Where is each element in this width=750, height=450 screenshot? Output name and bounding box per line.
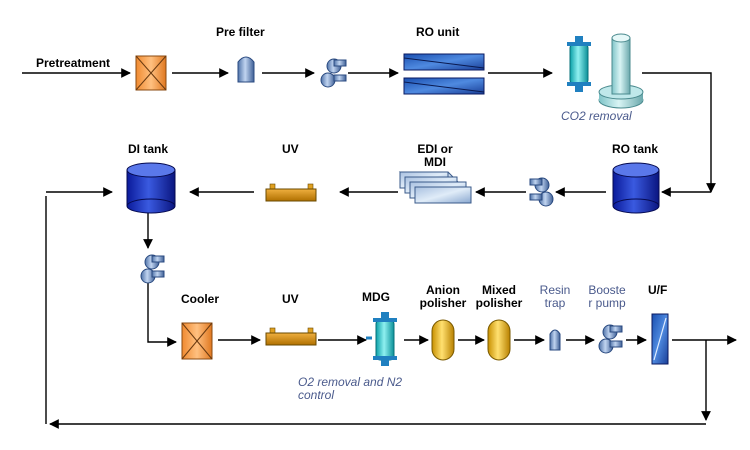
cooler-icon xyxy=(181,322,213,360)
co2-removal-icon xyxy=(567,33,644,109)
booster-pump-label: Booste r pump xyxy=(582,284,632,310)
mdg-icon xyxy=(366,312,397,366)
uf-label: U/F xyxy=(648,283,668,297)
resin-trap-label: Resin trap xyxy=(536,284,574,310)
mixed-polisher-label-line1: Mixed xyxy=(481,283,516,297)
pre-filter-icon xyxy=(237,56,255,83)
anion-polisher-icon xyxy=(431,319,455,361)
booster-pump-icon xyxy=(598,324,623,354)
uv-label-bottom: UV xyxy=(282,292,299,306)
mixed-polisher-label-line2: polisher xyxy=(475,296,523,310)
anion-polisher-label-line2: polisher xyxy=(419,296,467,310)
ro-tank-label: RO tank xyxy=(612,142,659,156)
pretreatment-label: Pretreatment xyxy=(36,56,111,70)
booster-pump-label-line1: Booste xyxy=(588,283,626,297)
pump-icon xyxy=(140,254,165,284)
ro-tank-icon xyxy=(612,162,660,214)
pre-filter-label: Pre filter xyxy=(216,25,265,39)
ro-unit-label: RO unit xyxy=(416,25,460,39)
pump-icon xyxy=(529,177,554,207)
resin-trap-label-line1: Resin xyxy=(539,283,571,297)
resin-trap-icon xyxy=(549,329,561,351)
o2-removal-label-line1: O2 removal and N2 xyxy=(298,375,403,389)
flow-arrow-pump3-to-cooler2 xyxy=(147,282,177,347)
flow-arrow-co2-to-down xyxy=(642,72,716,193)
o2-removal-label: O2 removal and N2 control xyxy=(298,376,402,402)
edi-mdi-label-line1: EDI or xyxy=(417,142,453,156)
booster-pump-label-line2: r pump xyxy=(588,296,626,310)
edi-mdi-label: EDI or MDI xyxy=(412,143,458,169)
ro-unit-icon xyxy=(403,53,485,95)
uf-icon xyxy=(651,313,669,365)
mdg-label: MDG xyxy=(362,290,390,304)
anion-polisher-label: Anion polisher xyxy=(416,284,470,310)
co2-removal-label: CO2 removal xyxy=(561,109,632,123)
uv-label-top: UV xyxy=(282,142,299,156)
cooler-label: Cooler xyxy=(181,292,220,306)
di-tank-label: DI tank xyxy=(128,142,169,156)
mixed-polisher-label: Mixed polisher xyxy=(472,284,526,310)
o2-removal-label-line2: control xyxy=(298,388,335,402)
pump-icon xyxy=(320,58,347,88)
cooler-icon xyxy=(135,55,167,91)
uv-lamp-icon xyxy=(265,327,317,346)
uv-lamp-icon xyxy=(265,183,317,202)
flow-lines xyxy=(22,68,737,429)
anion-polisher-label-line1: Anion xyxy=(426,283,460,297)
di-tank-icon xyxy=(126,162,176,214)
resin-trap-label-line2: trap xyxy=(544,296,566,310)
edi-mdi-label-line2: MDI xyxy=(424,155,446,169)
edi-or-mdi-icon xyxy=(398,171,472,204)
mixed-polisher-icon xyxy=(487,319,511,361)
